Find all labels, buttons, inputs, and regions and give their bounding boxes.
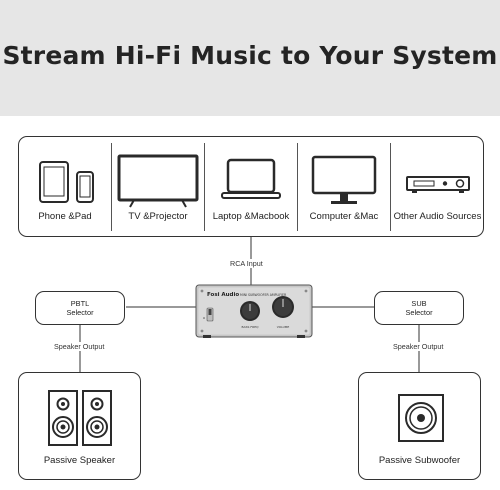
- passive-speaker-box: Passive Speaker: [18, 372, 141, 480]
- source-computer: Computer &Mac: [298, 137, 390, 236]
- source-label-laptop: Laptop &Macbook: [212, 211, 290, 222]
- speaker-output-label-left: Speaker Output: [52, 342, 107, 351]
- bookshelf-speakers-icon: [48, 390, 112, 446]
- source-phone-pad: Phone &Pad: [19, 137, 111, 236]
- source-divider: [297, 143, 298, 231]
- sources-box: Phone &Pad TV &Projector Laptop &Macbook…: [18, 136, 484, 237]
- source-divider: [204, 143, 205, 231]
- passive-speaker-label: Passive Speaker: [43, 455, 116, 466]
- monitor-icon: [311, 155, 377, 204]
- pbtl-selector-box: PBTL Selector: [35, 291, 125, 325]
- sub-selector-box: SUB Selector: [374, 291, 464, 325]
- source-other-audio: Other Audio Sources: [391, 137, 484, 236]
- source-divider: [111, 143, 112, 231]
- source-tv-projector: TV &Projector: [112, 137, 204, 236]
- sub-selector-line1: SUB: [411, 299, 427, 308]
- sub-selector-line2: Selector: [405, 308, 433, 317]
- speaker-output-label-right: Speaker Output: [391, 342, 446, 351]
- amplifier-knob-left-label: BASS FREQ: [242, 325, 260, 329]
- pbtl-selector-line2: Selector: [66, 308, 94, 317]
- source-divider: [390, 143, 391, 231]
- laptop-icon: [221, 158, 281, 199]
- page-title: Stream Hi-Fi Music to Your System: [2, 41, 498, 70]
- amplifier-brand: Fosi Audio: [207, 292, 239, 298]
- rca-input-label: RCA Input: [228, 259, 265, 268]
- amplifier-knob-right-label: VOLUME: [277, 325, 290, 329]
- pbtl-selector-line1: PBTL: [70, 299, 90, 308]
- source-label-other: Other Audio Sources: [393, 211, 482, 222]
- tv-icon: [117, 154, 199, 208]
- subwoofer-icon: [398, 394, 444, 442]
- amplifier-icon: Fosi Audio MINI SUBWOOFER AMPLIFIER BASS…: [195, 284, 313, 338]
- passive-subwoofer-box: Passive Subwoofer: [358, 372, 481, 480]
- passive-subwoofer-label: Passive Subwoofer: [378, 455, 461, 466]
- source-label-computer: Computer &Mac: [309, 211, 379, 222]
- source-laptop: Laptop &Macbook: [205, 137, 297, 236]
- source-label-tv: TV &Projector: [128, 211, 188, 222]
- phone-tablet-icon: [39, 161, 94, 203]
- source-label-phone-pad: Phone &Pad: [38, 211, 92, 222]
- amplifier-model: MINI SUBWOOFER AMPLIFIER: [240, 293, 287, 297]
- audio-device-icon: [406, 176, 470, 193]
- header-banner: [0, 0, 500, 116]
